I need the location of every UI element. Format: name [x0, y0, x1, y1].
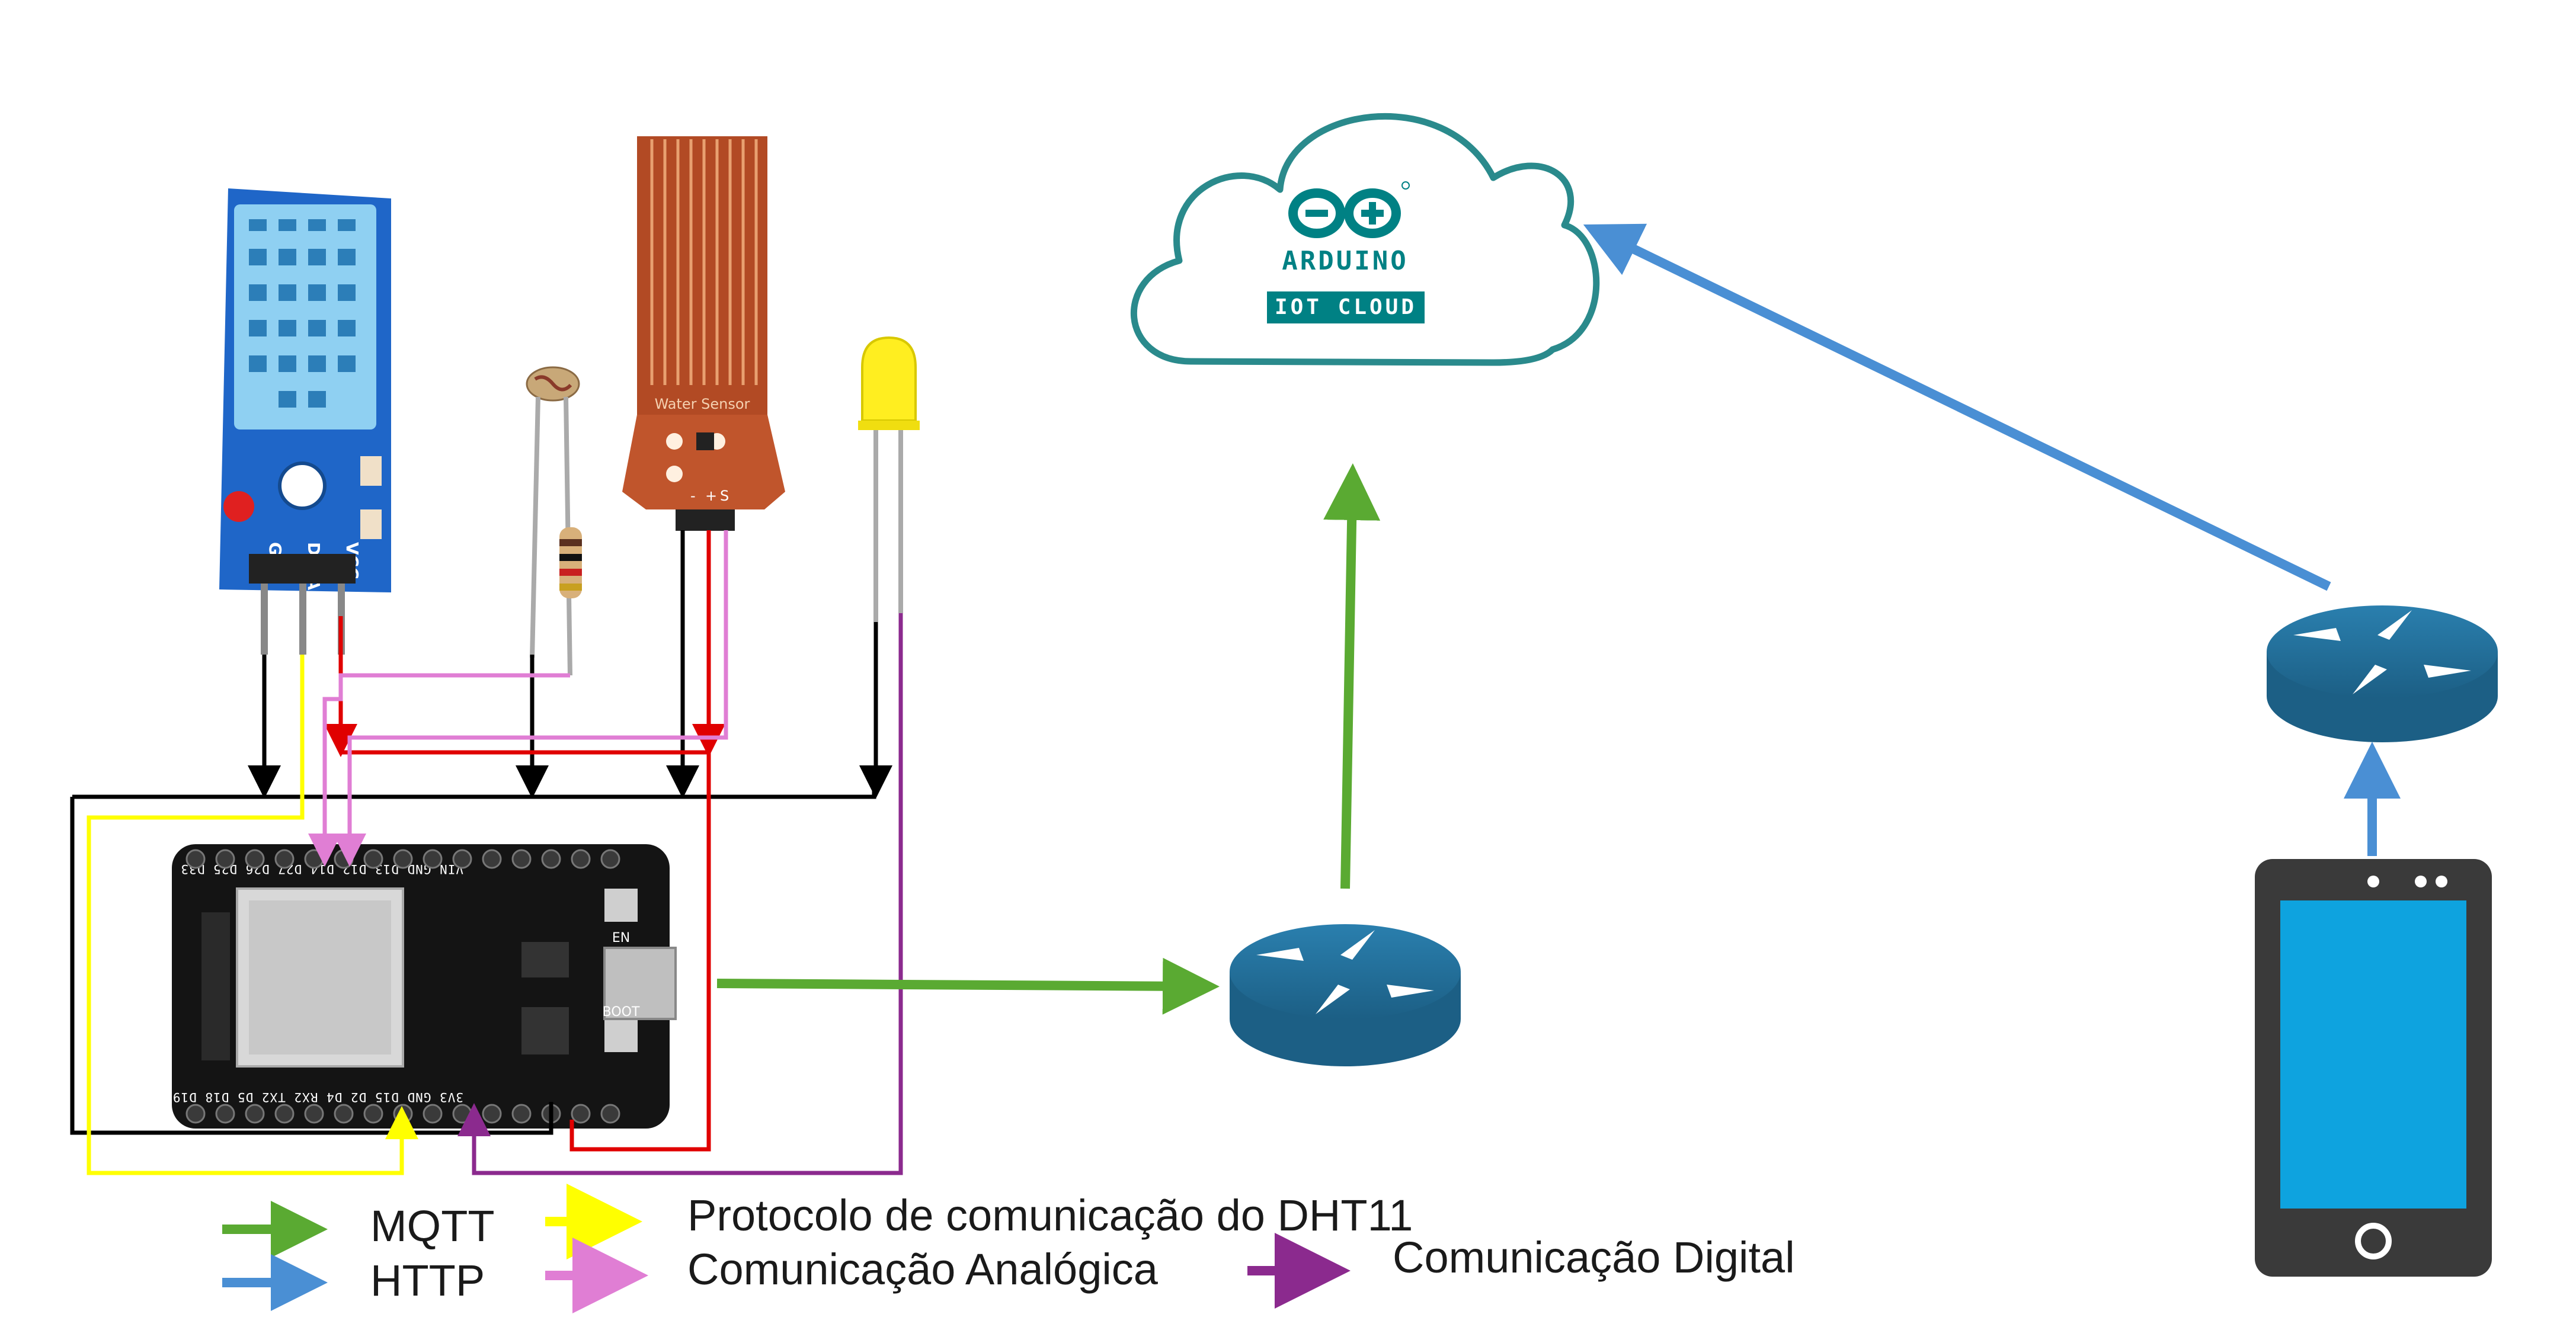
resistor-icon — [559, 527, 582, 598]
legend-item-http: HTTP — [222, 1254, 485, 1311]
legend-label-dht11-protocol: Protocolo de comunicação do DHT11 — [687, 1191, 1413, 1240]
board-boot-button-label: BOOT — [603, 1005, 640, 1020]
router-icon — [1230, 924, 1461, 1066]
gnd-wire-left — [70, 797, 553, 1135]
gnd-wire-frame — [72, 782, 876, 799]
legend-item-digital: Comunicação Digital — [1247, 1233, 1795, 1309]
analog-wire-water — [333, 530, 728, 867]
esp32-devkit-board: EN BOOT VIN GND D13 D12 D14 D27 D26 D25 … — [11, 844, 677, 1129]
photoresistor-icon — [526, 366, 580, 676]
mqtt-arrow-board-to-router — [716, 957, 1220, 1015]
legend-label-analog: Comunicação Analógica — [687, 1245, 1159, 1294]
board-top-pins-label: VIN GND D13 D12 D14 D27 D26 D25 D33 D32 … — [11, 862, 463, 876]
arduino-logo-icon — [1288, 181, 1410, 238]
water-sensor-pin-minus: - — [690, 488, 696, 504]
yellow-led-icon — [858, 336, 920, 622]
legend-item-mqtt: MQTT — [222, 1201, 495, 1258]
legend-label-digital: Comunicação Digital — [1393, 1233, 1795, 1282]
cloud-service-label: IOT CLOUD — [1275, 295, 1417, 319]
water-sensor-label: Water Sensor — [655, 396, 750, 412]
water-level-sensor: Water Sensor - + S — [622, 136, 785, 531]
http-arrow-router-to-cloud — [1583, 223, 2331, 591]
legend-label-mqtt: MQTT — [370, 1201, 495, 1251]
legend: MQTT HTTP Protocolo de comunicação do DH… — [222, 1184, 1795, 1313]
legend-item-analog: Comunicação Analógica — [545, 1238, 1159, 1313]
analog-wire-ldr — [308, 673, 570, 867]
legend-label-http: HTTP — [370, 1256, 485, 1305]
router-icon — [2267, 605, 2498, 742]
board-en-button-label: EN — [612, 931, 630, 945]
board-bottom-pins-label: 3V3 GND D15 D2 D4 RX2 TX2 D5 D18 D19 D21… — [11, 1090, 463, 1104]
protocol-arrows — [716, 223, 2401, 1015]
arduino-iot-cloud: ARDUINO IOT CLOUD — [1130, 113, 1600, 366]
cloud-brand-label: ARDUINO — [1282, 246, 1408, 276]
vcc-wire-to-board — [569, 752, 711, 1152]
cloud-service-badge — [1267, 291, 1425, 323]
dht11-data-wire — [87, 655, 418, 1175]
mqtt-arrow-router-to-cloud — [1323, 463, 1381, 889]
dht11-sensor-module: GND DATA VCC — [219, 188, 391, 655]
wiring — [70, 530, 903, 1175]
smartphone-icon — [2255, 859, 2492, 1277]
cloud-icon — [1130, 113, 1600, 366]
water-sensor-pin-plus: + — [705, 488, 717, 504]
water-sensor-pin-s: S — [720, 488, 729, 504]
legend-item-dht11-protocol: Protocolo de comunicação do DHT11 — [545, 1184, 1413, 1259]
digital-wire-led — [457, 613, 903, 1175]
